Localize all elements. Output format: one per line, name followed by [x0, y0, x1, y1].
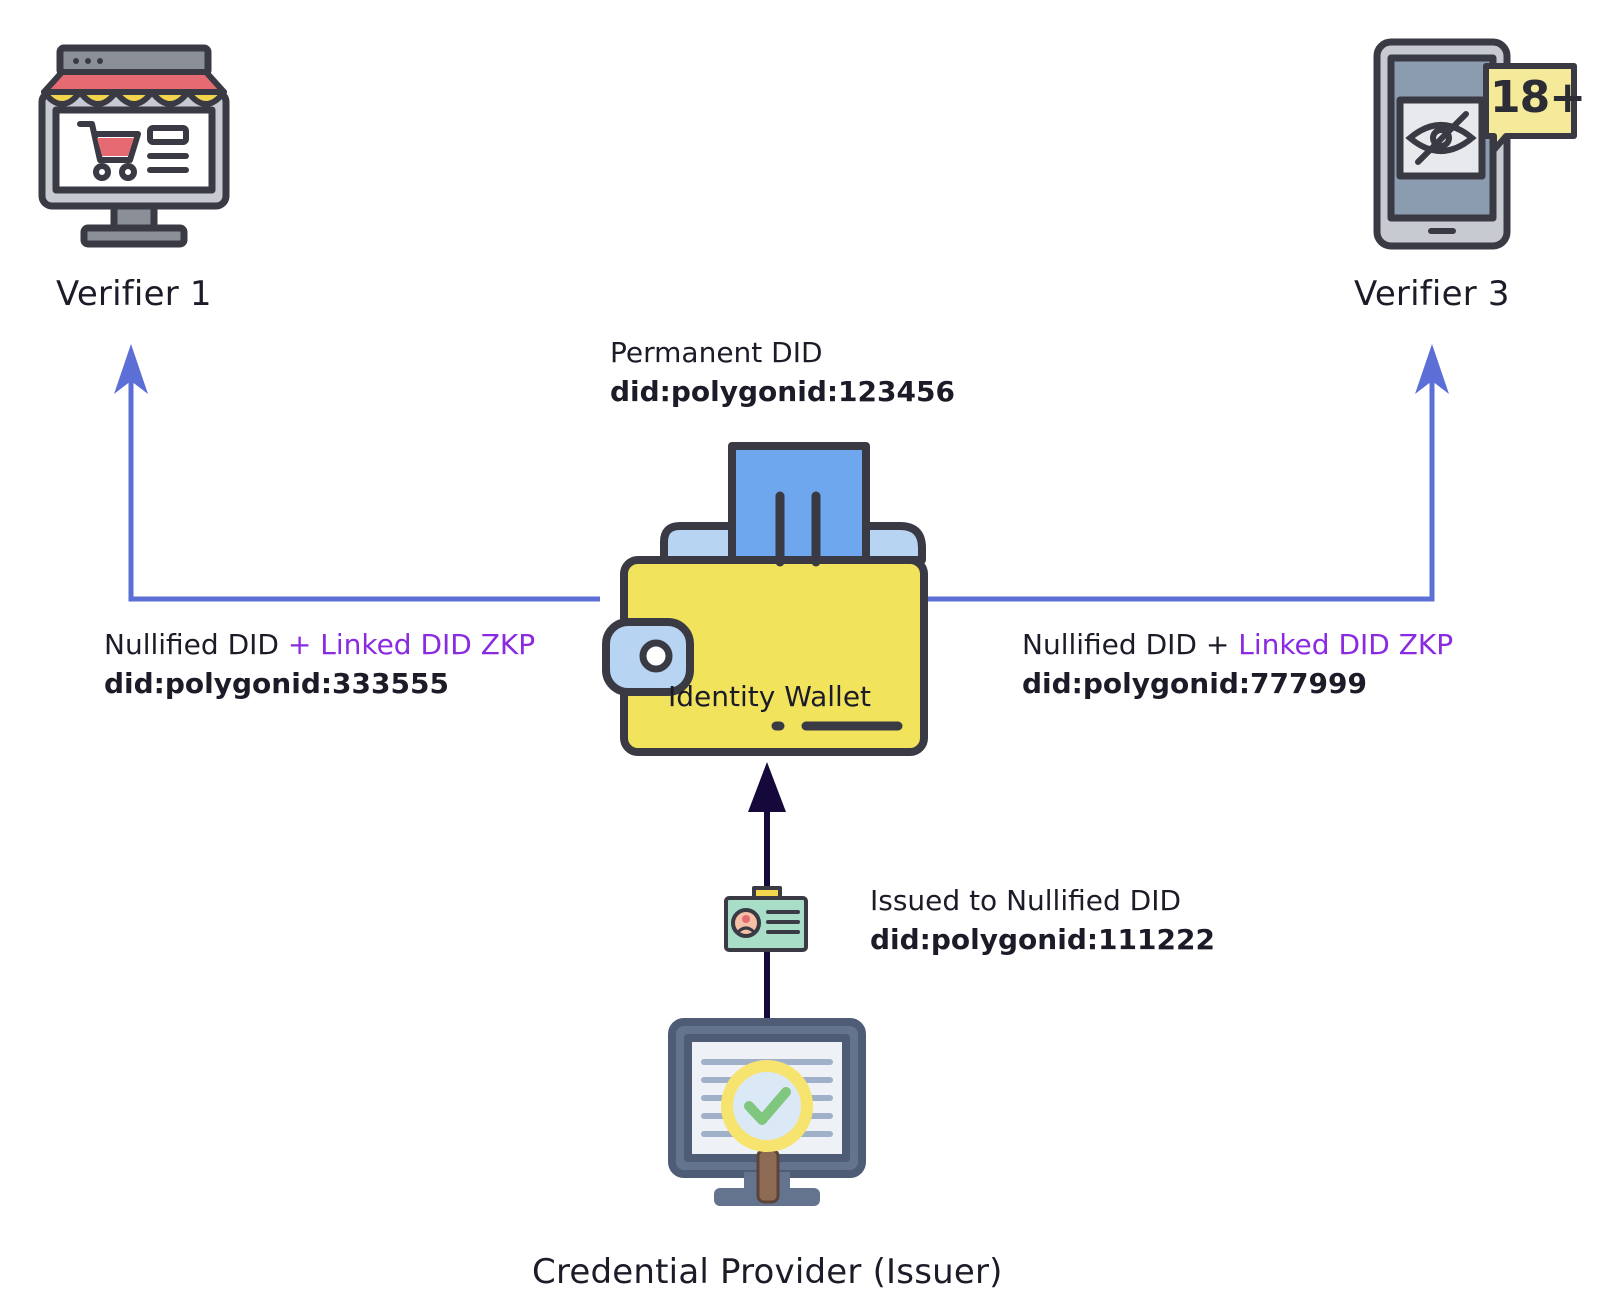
connector-wallet-to-verifier-1 [128, 370, 600, 602]
right-linked-zkp-text: Linked DID ZKP [1238, 628, 1454, 661]
right-nullified-did-text: Nullified DID + [1022, 628, 1239, 661]
connector-wallet-to-verifier-3 [925, 370, 1435, 602]
permanent-did-annotation: Permanent DID did:polygonid:123456 [610, 334, 955, 412]
verifier-1-label: Verifier 1 [56, 274, 212, 314]
issued-did-annotation: Issued to Nullified DID did:polygonid:11… [870, 882, 1215, 960]
right-did-value: did:polygonid:777999 [1022, 667, 1367, 700]
verifier-3-label: Verifier 3 [1354, 274, 1510, 314]
left-nullified-did-text: Nullified DID [104, 628, 288, 661]
issued-did-value: did:polygonid:111222 [870, 923, 1215, 956]
arrowhead-wallet [748, 762, 786, 812]
left-linked-zkp-text: + Linked DID ZKP [287, 628, 536, 661]
permanent-did-title: Permanent DID [610, 336, 823, 369]
right-did-annotation: Nullified DID + Linked DID ZKP did:polyg… [1022, 626, 1453, 704]
issuer-label: Credential Provider (Issuer) [532, 1252, 1003, 1292]
left-did-annotation: Nullified DID + Linked DID ZKP did:polyg… [104, 626, 535, 704]
issued-did-title: Issued to Nullified DID [870, 884, 1182, 917]
arrowhead-verifier-3 [1415, 344, 1449, 394]
left-did-value: did:polygonid:333555 [104, 667, 449, 700]
age-badge-label: 18+ [1490, 72, 1586, 123]
permanent-did-value: did:polygonid:123456 [610, 375, 955, 408]
wallet-label: Identity Wallet [668, 680, 872, 713]
arrowhead-verifier-1 [114, 344, 148, 394]
